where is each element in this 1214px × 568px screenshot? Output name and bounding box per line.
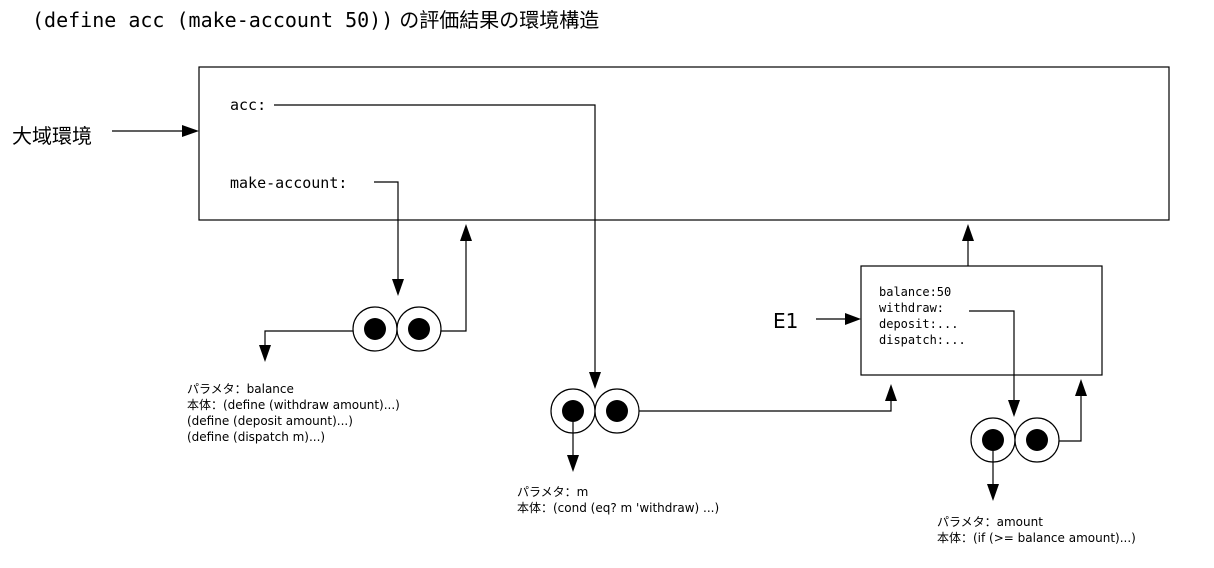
withdraw-env-arrowhead [1075,379,1087,396]
e1-binding-deposit: deposit:... [879,317,958,331]
global-env-frame [198,66,1170,221]
acc-pointer-line [274,104,596,375]
env-pointer-dot [606,400,628,422]
code-pointer-dot [982,429,1004,451]
e1-binding-dispatch: dispatch:... [879,333,966,347]
make-account-body-line-1: 本体：(define (withdraw amount)...) [187,398,400,412]
make-account-code-arrowhead [259,345,271,362]
dispatch-code-arrowhead [567,455,579,472]
withdraw-body-line-1: 本体：(if (>= balance amount)...) [937,531,1136,545]
make-account-env-line [441,238,467,332]
acc-pointer-arrowhead [589,372,601,389]
dispatch-params: パラメタ：m [517,485,588,499]
procedure-make-account [352,306,442,352]
e1-enclosing-arrowhead [962,224,974,241]
title-suffix: の評価結果の環境構造 [399,8,599,32]
title-code: (define acc (make-account 50)) [32,8,393,32]
env-pointer-dot [408,318,430,340]
e1-env-frame [860,265,1103,376]
env-pointer-dot [1026,429,1048,451]
procedure-dispatch [550,388,640,434]
make-account-env-arrowhead [460,224,472,241]
code-pointer-dot [562,400,584,422]
global-binding-acc: acc: [230,96,266,114]
withdraw-pointer-line [969,310,1015,403]
withdraw-env-line [1059,393,1082,442]
withdraw-pointer-arrowhead [1008,400,1020,417]
page-title: (define acc (make-account 50))の評価結果の環境構造 [32,8,599,32]
global-env-pointer-arrowhead [182,125,199,137]
make-account-pointer-line [374,181,399,282]
global-binding-make-account: make-account: [230,174,347,192]
withdraw-code-arrowhead [987,484,999,501]
make-account-body-line-2: (define (deposit amount)...) [187,414,353,428]
dispatch-env-line [639,398,892,412]
e1-binding-withdraw: withdraw: [879,301,944,315]
make-account-code-line [264,330,353,348]
e1-env-label: E1 [773,309,798,333]
global-env-label: 大域環境 [12,124,92,148]
make-account-pointer-arrowhead [392,279,404,296]
make-account-body-line-3: (define (dispatch m)...) [187,430,325,444]
withdraw-params: パラメタ：amount [937,515,1043,529]
e1-binding-balance: balance:50 [879,285,951,299]
dispatch-body-line-1: 本体：(cond (eq? m 'withdraw) ...) [517,501,719,515]
procedure-withdraw [970,417,1060,463]
code-pointer-dot [364,318,386,340]
make-account-params: パラメタ：balance [187,382,294,396]
e1-pointer-arrowhead [845,313,861,325]
dispatch-env-arrowhead [885,384,897,401]
